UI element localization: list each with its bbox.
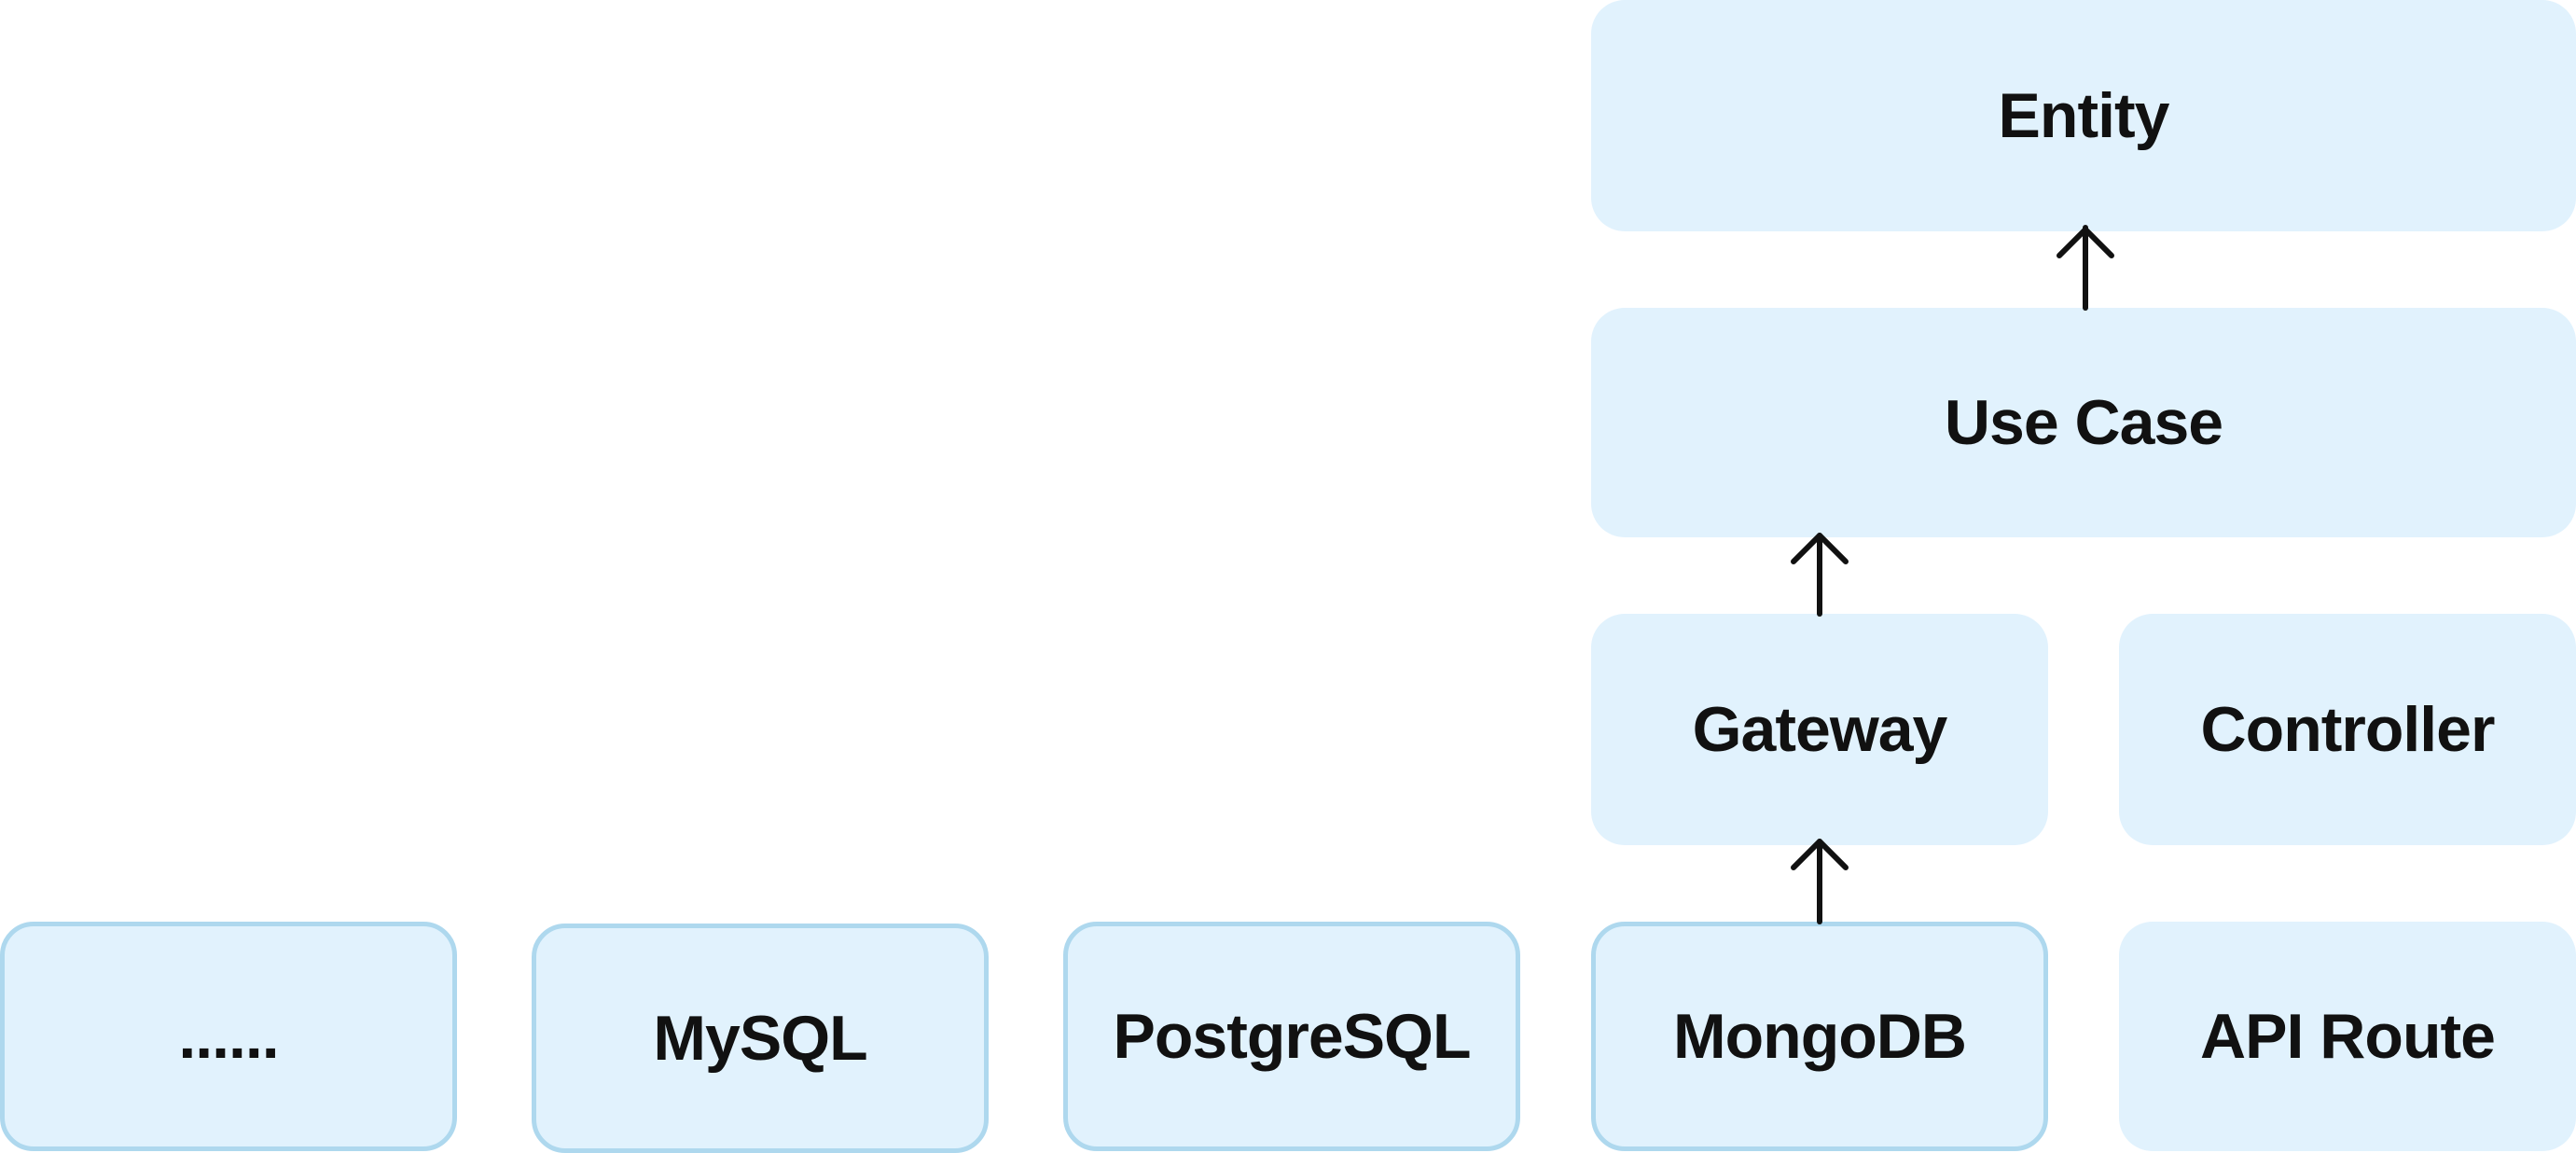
api-route-label: API Route [2200,1001,2496,1072]
arrow-use-case-to-entity [2057,225,2114,311]
arrow-gateway-to-use-case [1791,533,1849,617]
gateway-label: Gateway [1692,694,1948,765]
more-databases-label: ...... [178,1001,279,1072]
more-databases-box: ...... [0,922,457,1151]
postgresql-label: PostgreSQL [1113,1001,1472,1072]
entity-label: Entity [1998,80,2170,151]
mongodb-label: MongoDB [1672,1001,1967,1072]
use-case-box: Use Case [1591,308,2576,537]
mysql-label: MySQL [653,1003,867,1074]
mysql-box: MySQL [532,924,989,1153]
postgresql-box: PostgreSQL [1063,922,1520,1151]
entity-box: Entity [1591,0,2576,231]
controller-box: Controller [2119,614,2576,845]
gateway-box: Gateway [1591,614,2048,845]
arrow-mongodb-to-gateway [1791,839,1849,924]
use-case-label: Use Case [1944,387,2223,458]
mongodb-box: MongoDB [1591,922,2048,1151]
api-route-box: API Route [2119,922,2576,1151]
controller-label: Controller [2200,694,2496,765]
